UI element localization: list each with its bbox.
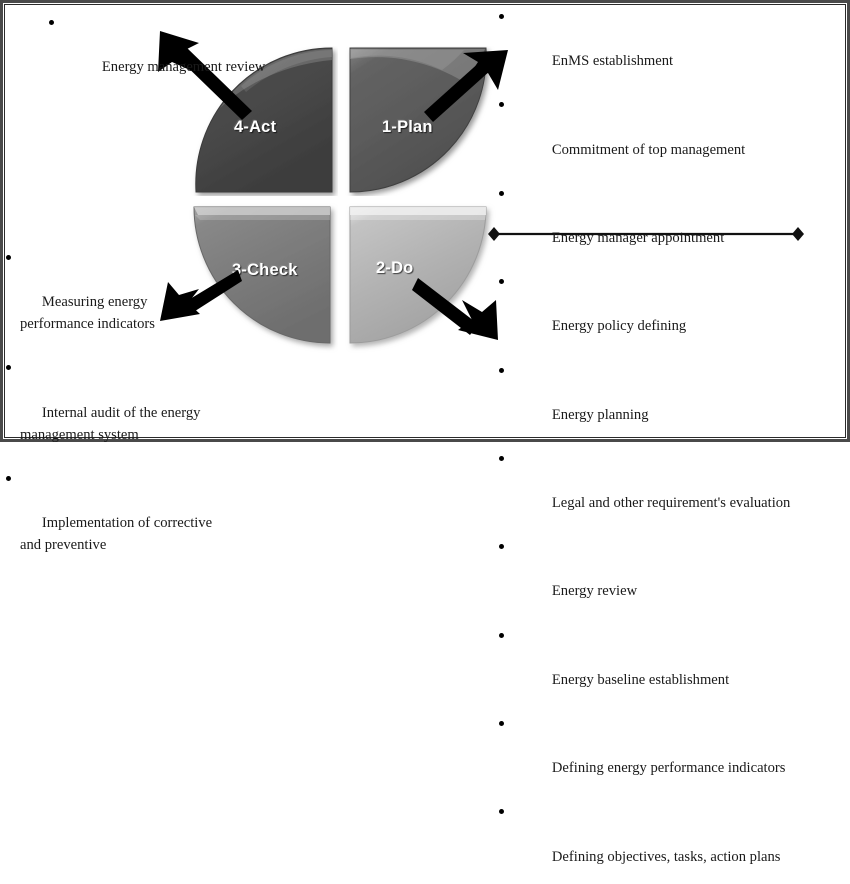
bullet-dot-icon [499,279,504,285]
arrow-check-to-list-icon [152,268,242,328]
diagram-canvas: 4-Act 1-Plan [6,12,804,865]
list-item-label: Defining objectives, tasks, action plans [551,848,781,865]
list-item: Implementation of corrective and prevent… [4,468,219,578]
list-item-label: Implementation of corrective and prevent… [20,515,216,554]
bullet-dot-icon [6,365,11,371]
list-item-label: Internal audit of the energy management … [20,404,205,443]
list-item-label: Defining energy performance indicators [551,760,786,777]
list-item-label: Energy management review [101,59,266,76]
quadrant-act-label: 4-Act [234,118,277,136]
list-item-label: Legal and other requirement's evaluation [551,495,791,512]
list-item-label: EnMS establishment [551,53,674,70]
list-item: Defining objectives, tasks, action plans [492,801,844,884]
plan-do-output-list: EnMS establishment Commitment of top man… [492,6,844,884]
list-item-label: Energy planning [551,406,649,423]
bullet-dot-icon [49,20,54,25]
bullet-dot-icon [499,632,504,638]
list-item-label: Energy policy defining [551,318,687,335]
bullet-dot-icon [499,809,504,815]
bullet-dot-icon [499,14,504,19]
bullet-dot-icon [499,455,504,461]
bullet-dot-icon [499,721,504,726]
list-item: Energy planning [492,360,844,448]
arrow-plan-to-list-icon [420,48,515,123]
check-output-list: Measuring energy performance indicators … [4,247,219,578]
quadrant-act[interactable]: 4-Act [186,46,338,196]
list-item-label: Energy review [551,583,638,600]
list-item-label: Commitment of top management [551,141,746,158]
quadrant-plan-label: 1-Plan [382,118,433,136]
quadrant-check[interactable]: 3-Check [186,203,338,353]
act-output-list: Energy management review [40,12,340,100]
quadrant-do-label: 2-Do [376,259,414,277]
arrow-do-to-list-icon [412,268,507,343]
list-item: Energy baseline establishment [492,625,844,713]
bullet-dot-icon [6,255,11,260]
selection-connector-line[interactable] [488,224,804,244]
arrow-act-to-review-icon [148,25,268,120]
quadrant-plan[interactable]: 1-Plan [344,46,496,196]
list-item: Measuring energy performance indicators [4,247,219,357]
list-item-label: Energy manager appointment [551,229,725,246]
list-item: Internal audit of the energy management … [4,357,219,467]
quadrant-check-label: 3-Check [232,261,298,279]
bullet-dot-icon [499,190,504,196]
bullet-dot-icon [499,367,504,373]
list-item: EnMS establishment [492,6,844,94]
bullet-dot-icon [499,544,504,550]
list-item: Energy management review [40,12,340,100]
bullet-dot-icon [499,102,504,108]
list-item-label: Energy baseline establishment [551,671,730,688]
list-item: Energy policy defining [492,271,844,359]
list-item-label: Measuring energy performance indicators [20,294,155,333]
list-item: Defining energy performance indicators [492,713,844,801]
bullet-dot-icon [6,475,11,481]
list-item: Legal and other requirement's evaluation [492,448,844,536]
list-item: Energy manager appointment [492,183,844,271]
list-item: Commitment of top management [492,94,844,182]
list-item: Energy review [492,536,844,624]
